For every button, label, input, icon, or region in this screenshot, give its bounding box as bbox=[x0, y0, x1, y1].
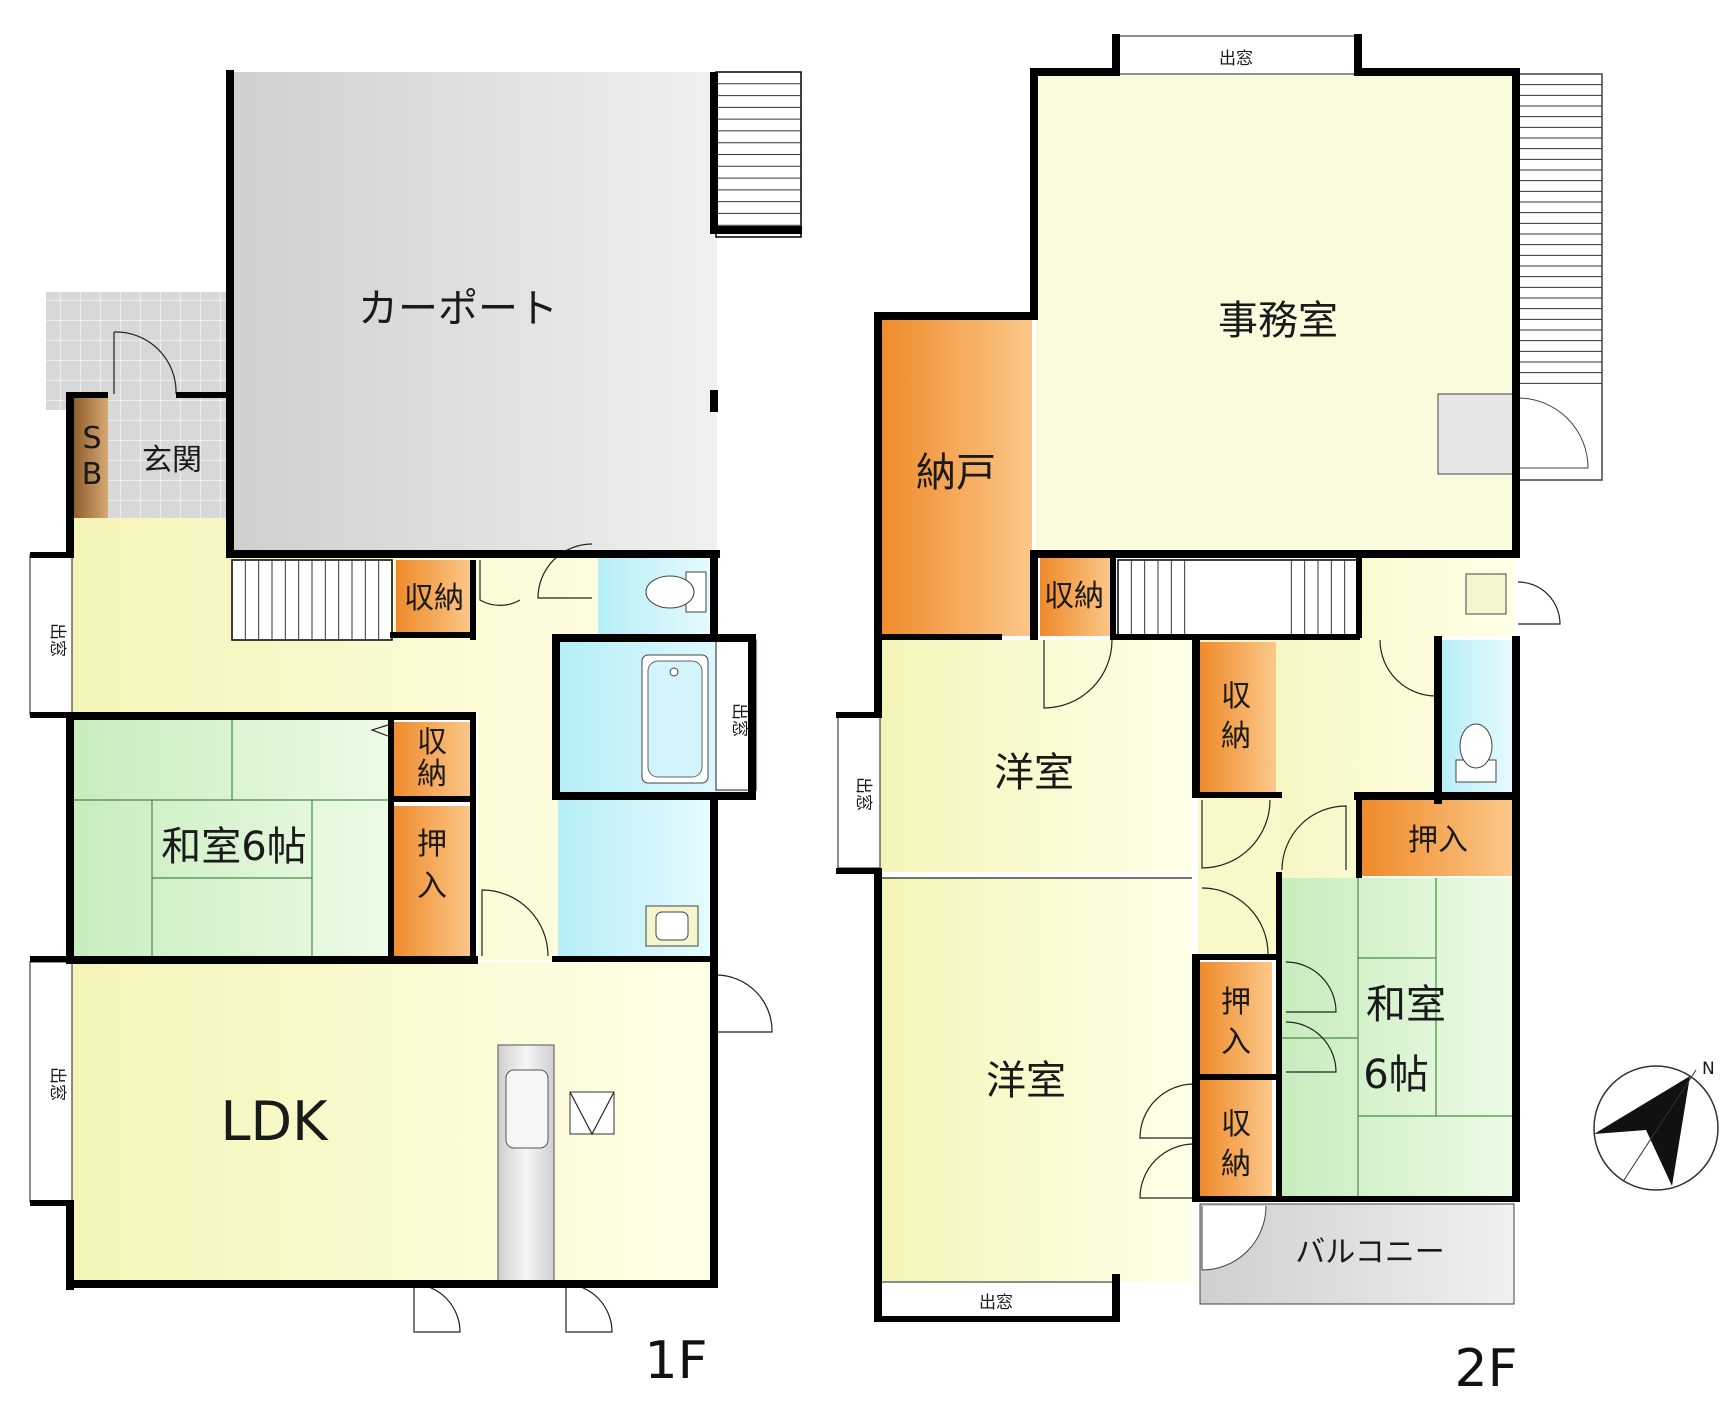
storage-stair-1f bbox=[396, 560, 472, 638]
compass-label: N bbox=[1702, 1059, 1715, 1079]
balcony-door-arc bbox=[1201, 1205, 1267, 1271]
shoe-box bbox=[72, 398, 108, 520]
oshiire-v-2f bbox=[1200, 962, 1272, 1074]
bathtub-inner bbox=[647, 660, 703, 778]
label-storage-v2-2: 納 bbox=[1221, 1147, 1251, 1182]
label-nando: 納戸 bbox=[916, 450, 996, 496]
label-sb-b: B bbox=[82, 457, 103, 492]
washitsu-1f bbox=[72, 720, 390, 958]
label-sb-s: S bbox=[82, 421, 101, 456]
door-arcs-1f bbox=[113, 331, 773, 1333]
label-balcony: バルコニー bbox=[1295, 1235, 1444, 1270]
label-bay-bath: 出窓 bbox=[729, 703, 749, 737]
label-washitsu-1f: 和室6帖 bbox=[161, 824, 306, 870]
label-bay-youshitsu: 出窓 bbox=[853, 777, 873, 811]
youshitsu-upper bbox=[880, 640, 1192, 872]
stairs-2f bbox=[1117, 559, 1359, 637]
room-labels: カーポート 玄関 S B 収納 収 納 押 入 和室6帖 LDK 出窓 出窓 出… bbox=[47, 49, 1518, 1399]
compass: N bbox=[1593, 1059, 1719, 1191]
label-carport: カーポート bbox=[358, 286, 558, 332]
office-room bbox=[1036, 74, 1514, 554]
nando-room bbox=[880, 318, 1032, 636]
floor-label-2f: 2F bbox=[1455, 1339, 1518, 1399]
compass-arrow-icon bbox=[1594, 1076, 1690, 1186]
door-arcs-2f bbox=[1043, 581, 1561, 1199]
label-bay-bottom: 出窓 bbox=[979, 1293, 1013, 1313]
label-bay-top: 出窓 bbox=[47, 623, 67, 657]
storage-v2-2f bbox=[1200, 1080, 1272, 1198]
bath-drain bbox=[669, 667, 679, 677]
label-office: 事務室 bbox=[1218, 298, 1338, 344]
genkan-floor bbox=[108, 398, 232, 518]
walls-2f bbox=[836, 34, 1520, 1322]
landing-door-arc bbox=[1517, 397, 1589, 469]
label-oshiire-v-2: 入 bbox=[1221, 1025, 1251, 1060]
bay-window-top-left bbox=[29, 554, 73, 716]
label-oshiire-2: 入 bbox=[417, 869, 447, 904]
label-genkan: 玄関 bbox=[142, 443, 202, 478]
label-oshiire-h: 押入 bbox=[1408, 823, 1468, 858]
walls-1f bbox=[30, 70, 802, 1290]
label-storage-top: 収納 bbox=[404, 581, 464, 616]
label-youshitsu-2: 洋室 bbox=[986, 1058, 1066, 1104]
landing-2f bbox=[1437, 393, 1519, 475]
label-bay-office: 出窓 bbox=[1219, 49, 1253, 69]
storage-stair-2f bbox=[1040, 558, 1112, 636]
oshiire-1f bbox=[392, 806, 472, 958]
label-storage-v1-1: 収 bbox=[1221, 679, 1251, 714]
label-youshitsu-1: 洋室 bbox=[994, 750, 1074, 796]
label-oshiire-v-1: 押 bbox=[1221, 985, 1251, 1020]
range-hood-mark bbox=[569, 1091, 615, 1136]
label-storage-mid-1: 収 bbox=[417, 725, 447, 760]
kitchen-sink bbox=[505, 1069, 549, 1149]
oshiire-h-2f bbox=[1362, 800, 1514, 876]
wash-basin-bowl bbox=[655, 911, 689, 941]
label-storage-v1-2: 納 bbox=[1221, 719, 1251, 754]
floor-label-1f: 1F bbox=[645, 1331, 708, 1391]
youshitsu-lower bbox=[880, 878, 1192, 1282]
range-hood bbox=[569, 1091, 615, 1135]
bay-window-office bbox=[1115, 35, 1357, 75]
label-oshiire-1: 押 bbox=[417, 827, 447, 862]
storage-v1 bbox=[1200, 642, 1276, 794]
tatami-lines-1f bbox=[72, 720, 390, 958]
label-storage-mid-2: 納 bbox=[417, 757, 447, 792]
tatami-lines-2f bbox=[1282, 878, 1514, 1198]
label-ldk: LDK bbox=[220, 1090, 329, 1153]
label-bay-left: 出窓 bbox=[47, 1067, 67, 1101]
second-floor-plan bbox=[837, 35, 1603, 1321]
hall-closet-area bbox=[1198, 796, 1282, 954]
storage-mid-1f bbox=[392, 722, 472, 800]
first-floor-plan bbox=[29, 71, 802, 1333]
toilet-fixture-1f bbox=[645, 571, 707, 613]
ldk-room bbox=[72, 962, 716, 1284]
label-washitsu-2f-2: 6帖 bbox=[1363, 1052, 1428, 1098]
porch-tiles bbox=[46, 292, 231, 410]
label-washitsu-2f-1: 和室 bbox=[1366, 982, 1446, 1028]
label-storage-stair-2f: 収納 bbox=[1044, 579, 1104, 614]
carport-area bbox=[232, 72, 717, 552]
toilet-fixture-2f bbox=[1455, 723, 1497, 783]
washbasin-2f bbox=[1465, 573, 1507, 615]
label-storage-v2-1: 収 bbox=[1221, 1107, 1251, 1142]
